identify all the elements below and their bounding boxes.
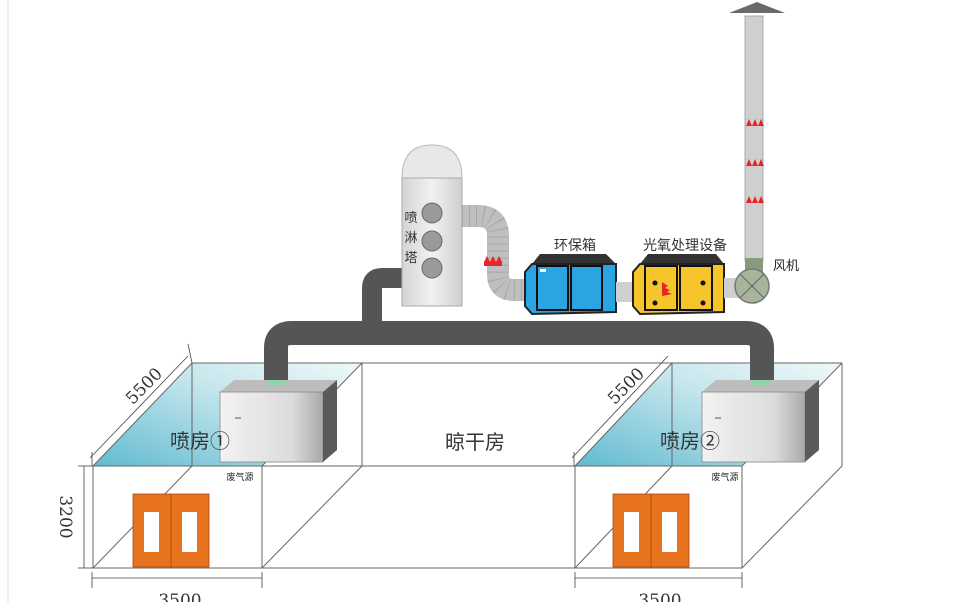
connector-duct xyxy=(616,282,634,302)
spray-tower-label-3: 塔 xyxy=(404,251,417,266)
booth-1-width-dimension: 3500 xyxy=(158,591,201,602)
drying-room-label: 晾干房 xyxy=(445,430,505,454)
stack-cap xyxy=(729,2,785,13)
flame-icon xyxy=(746,159,764,166)
height-dimension: 3200 xyxy=(55,495,75,538)
booth-1-hood xyxy=(219,380,337,463)
booth-2-hood xyxy=(701,380,819,463)
spray-tower-label-1: 喷 xyxy=(404,211,417,226)
exhaust-stack xyxy=(729,2,785,272)
flame-icon xyxy=(484,256,502,266)
exhaust-source-1-label: 废气源 xyxy=(226,471,253,483)
dimension-lines xyxy=(78,343,743,588)
fan-label: 风机 xyxy=(773,259,799,274)
flame-icon xyxy=(746,196,764,203)
spray-booth-1: 喷房① 废气源 xyxy=(92,362,363,569)
booth-2-label: 喷房② xyxy=(660,429,720,453)
exhaust-source-2-label: 废气源 xyxy=(711,471,738,483)
elbow-duct xyxy=(462,205,528,301)
booth-1-label: 喷房① xyxy=(170,429,230,453)
booth-2-width-dimension: 3500 xyxy=(638,591,681,602)
eco-box-label: 环保箱 xyxy=(554,238,596,254)
fan xyxy=(734,268,770,304)
spray-tower-label-2: 淋 xyxy=(404,231,417,246)
booth-1-door[interactable] xyxy=(132,493,210,568)
photo-oxygen-label: 光氧处理设备 xyxy=(643,237,727,254)
flame-icon xyxy=(746,119,764,126)
eco-box xyxy=(524,254,617,316)
main-exhaust-duct xyxy=(264,321,774,380)
booth-2-door[interactable] xyxy=(612,493,690,568)
spray-tower: 喷 淋 塔 xyxy=(401,144,463,307)
photo-oxygen-unit xyxy=(632,254,725,316)
uv-flame-icon xyxy=(662,282,672,296)
tower-inlet-duct xyxy=(362,268,404,322)
